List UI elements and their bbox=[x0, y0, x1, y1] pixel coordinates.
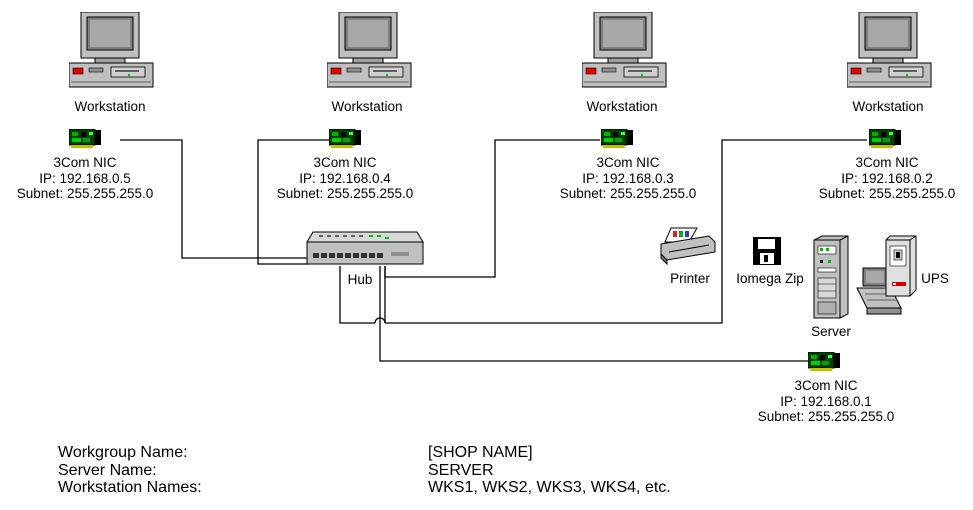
printer-label: Printer bbox=[670, 271, 710, 286]
ups-unit-icon bbox=[885, 235, 917, 297]
floppy-disk-icon bbox=[753, 237, 781, 265]
server-nic-icon bbox=[808, 352, 841, 372]
nic-4-info: 3Com NIC IP: 192.168.0.2 Subnet: 255.255… bbox=[802, 155, 972, 202]
nic-2-name: 3Com NIC bbox=[313, 155, 377, 170]
nic-2-icon bbox=[329, 129, 362, 149]
nic-1-name: 3Com NIC bbox=[53, 155, 117, 170]
ups-label: UPS bbox=[921, 271, 949, 286]
nic-3-ip: IP: 192.168.0.3 bbox=[582, 170, 674, 186]
nic-1-info: 3Com NIC IP: 192.168.0.5 Subnet: 255.255… bbox=[0, 155, 170, 202]
nic-4-ip: IP: 192.168.0.2 bbox=[841, 170, 933, 186]
nic-4-subnet: Subnet: 255.255.255.0 bbox=[818, 186, 956, 201]
info-labels: Workgroup Name: Server Name: Workstation… bbox=[58, 444, 202, 497]
workstation-3-label: Workstation bbox=[586, 99, 658, 114]
info-values: [SHOP NAME] SERVER WKS1, WKS2, WKS3, WKS… bbox=[428, 444, 671, 497]
server-nic-subnet: Subnet: 255.255.255.0 bbox=[757, 409, 895, 424]
nic-1-subnet: Subnet: 255.255.255.0 bbox=[16, 186, 154, 201]
workstation-2-label: Workstation bbox=[331, 99, 403, 114]
workstation-1-icon bbox=[69, 12, 154, 88]
nic-3-icon bbox=[601, 129, 634, 149]
workstation-names-value: WKS1, WKS2, WKS3, WKS4, etc. bbox=[428, 479, 671, 496]
workstation-1-label: Workstation bbox=[74, 99, 146, 114]
nic-2-ip: IP: 192.168.0.4 bbox=[299, 170, 391, 186]
workstation-4-icon bbox=[847, 12, 932, 88]
hub-icon bbox=[306, 231, 424, 265]
server-nic-info: 3Com NIC IP: 192.168.0.1 Subnet: 255.255… bbox=[741, 378, 911, 425]
nic-1-icon bbox=[69, 129, 102, 149]
nic-4-name: 3Com NIC bbox=[855, 155, 919, 170]
server-name-label: Server Name: bbox=[58, 461, 157, 479]
workstation-2-icon bbox=[327, 12, 412, 88]
server-nic-name: 3Com NIC bbox=[794, 378, 858, 393]
workstation-names-label: Workstation Names: bbox=[58, 479, 202, 496]
nic-3-name: 3Com NIC bbox=[596, 155, 660, 170]
nic-2-subnet: Subnet: 255.255.255.0 bbox=[276, 186, 414, 201]
workgroup-name-value: [SHOP NAME] bbox=[428, 444, 533, 461]
workgroup-name-label: Workgroup Name: bbox=[58, 444, 188, 461]
workstation-3-icon bbox=[582, 12, 667, 88]
nic-1-ip: IP: 192.168.0.5 bbox=[39, 170, 131, 186]
hub-label: Hub bbox=[347, 272, 373, 287]
server-name-value: SERVER bbox=[428, 461, 494, 479]
nic-3-info: 3Com NIC IP: 192.168.0.3 Subnet: 255.255… bbox=[543, 155, 713, 202]
zip-label: Iomega Zip bbox=[736, 271, 804, 286]
server-label: Server bbox=[811, 324, 851, 339]
nic-2-info: 3Com NIC IP: 192.168.0.4 Subnet: 255.255… bbox=[260, 155, 430, 202]
nic-3-subnet: Subnet: 255.255.255.0 bbox=[559, 186, 697, 201]
server-tower-icon bbox=[813, 235, 849, 319]
nic-4-icon bbox=[869, 129, 902, 149]
printer-icon bbox=[660, 227, 716, 266]
workstation-4-label: Workstation bbox=[852, 99, 924, 114]
server-nic-ip: IP: 192.168.0.1 bbox=[780, 393, 872, 409]
